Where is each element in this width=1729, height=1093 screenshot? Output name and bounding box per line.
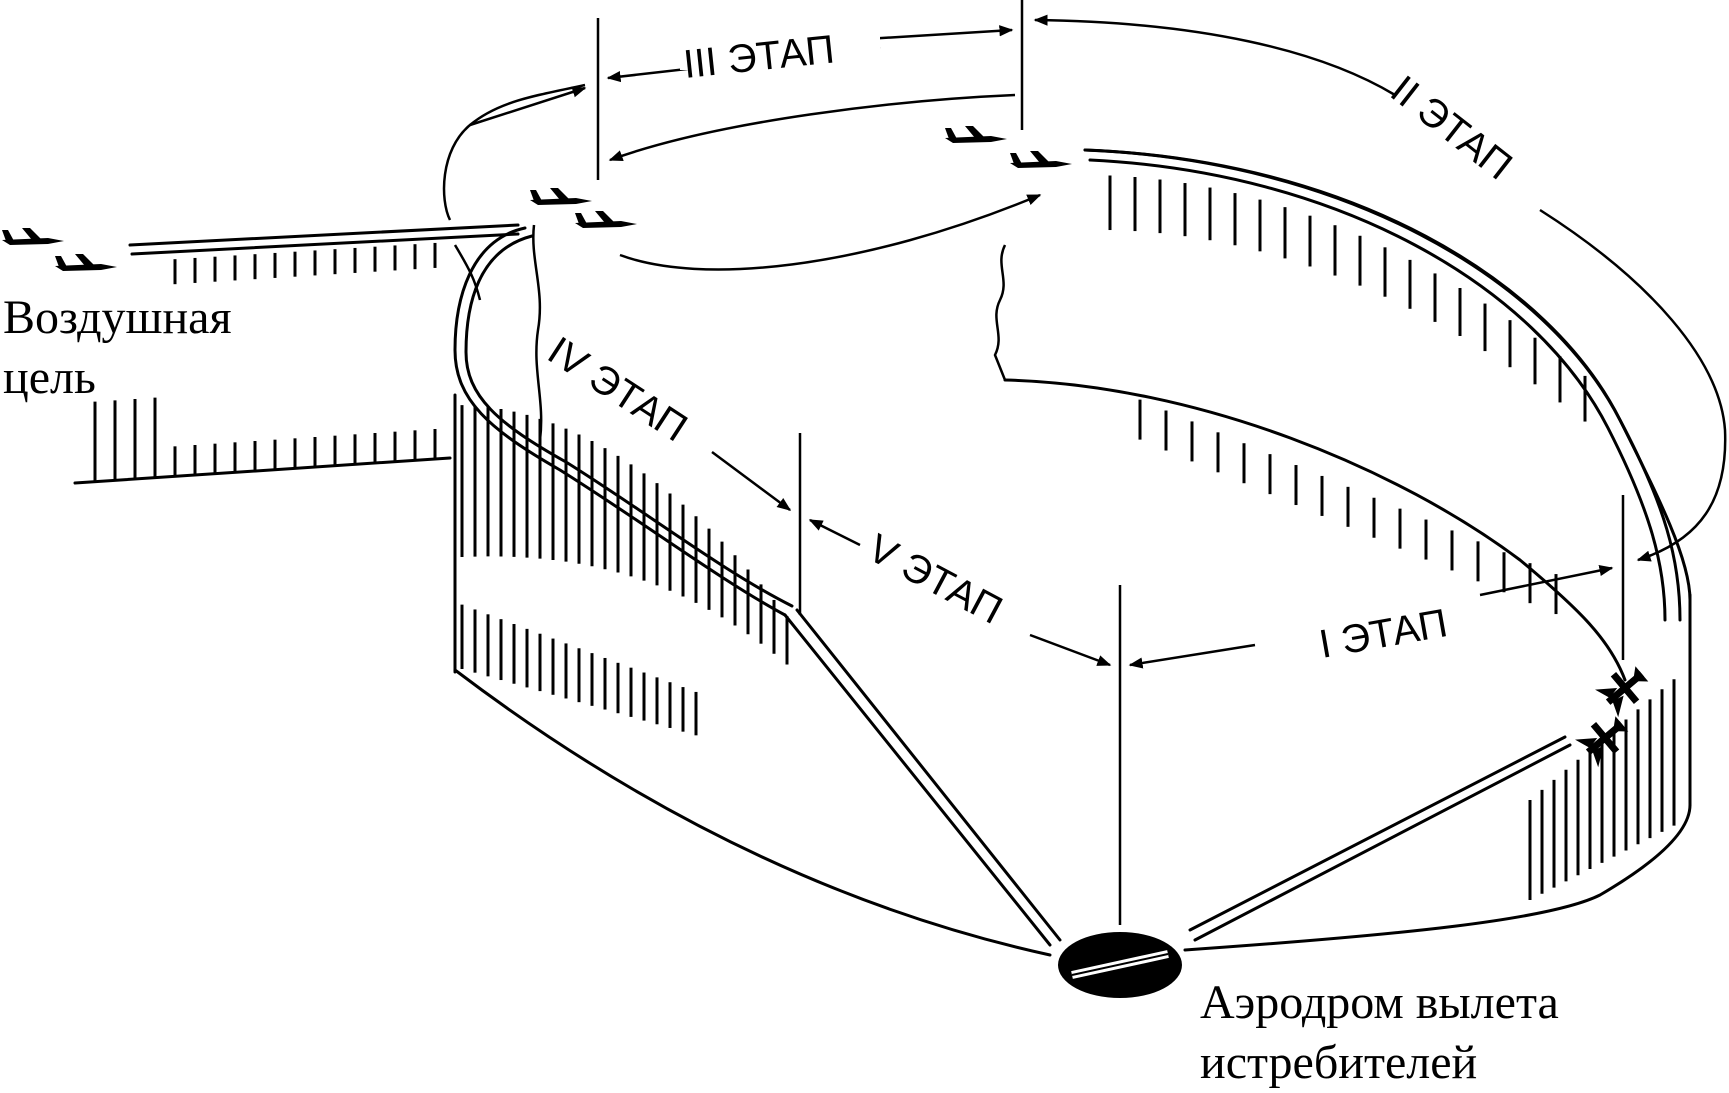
airplane-icon (530, 188, 592, 205)
airfield-caption-line2: истребителей (1200, 1036, 1477, 1089)
airplane-icon (2, 228, 64, 245)
air-target-caption-line1: Воздушная (3, 291, 232, 344)
air-target-caption-line2: цель (3, 351, 96, 404)
hatch-right-wall (1528, 679, 1676, 900)
hatch-target-approach (93, 242, 437, 482)
airplane-icon (1595, 660, 1653, 717)
airfield-icon (1058, 932, 1182, 998)
airplane-icon (575, 211, 637, 228)
airplane-icon (55, 254, 117, 271)
stage-4-label: IV ЭТАП (540, 329, 695, 451)
hatch-inner-wall (1108, 175, 1587, 615)
airplane-icon (1010, 151, 1072, 168)
stage-1-label: I ЭТАП (1316, 601, 1451, 667)
stage-5-label: V ЭТАП (861, 526, 1009, 633)
airplane-icon (945, 126, 1007, 143)
flight-paths (128, 148, 1682, 947)
diagram-outlines (73, 148, 1692, 957)
hatch-outer-wall (460, 405, 789, 736)
target-aircraft (2, 228, 117, 271)
airfield-caption-line1: Аэродром вылета (1200, 976, 1559, 1029)
